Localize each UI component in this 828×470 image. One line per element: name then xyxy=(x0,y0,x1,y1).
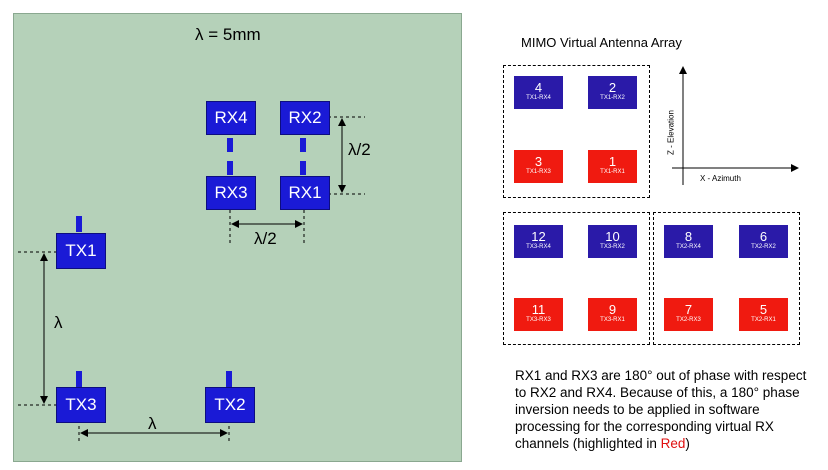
rx-vertical-spacing-label: λ/2 xyxy=(348,140,371,159)
rx-horizontal-spacing-label: λ/2 xyxy=(254,229,277,248)
rx1-antenna: RX1 xyxy=(280,176,330,210)
tx1-antenna: TX1 xyxy=(56,233,106,269)
rx3-feed xyxy=(227,161,233,175)
rx1-feed xyxy=(300,161,306,175)
rx4-feed xyxy=(227,138,233,152)
tx-vertical-spacing-label: λ xyxy=(54,313,63,332)
virtual-group-tx1 xyxy=(503,65,650,198)
virtual-array-title: MIMO Virtual Antenna Array xyxy=(521,35,682,50)
rx3-antenna: RX3 xyxy=(206,176,256,210)
wavelength-label: λ = 5mm xyxy=(195,25,261,44)
rx2-feed xyxy=(300,138,306,152)
tx3-feed xyxy=(76,371,82,387)
tx2-feed xyxy=(226,371,232,387)
phase-note-tail: ) xyxy=(685,436,690,451)
phase-note-highlight: Red xyxy=(660,436,686,451)
phase-note: RX1 and RX3 are 180° out of phase with r… xyxy=(515,367,815,452)
virtual-group-tx2 xyxy=(653,212,800,345)
rx4-antenna: RX4 xyxy=(206,101,256,135)
virtual-group-tx3 xyxy=(503,212,650,345)
tx2-antenna: TX2 xyxy=(205,387,255,423)
rx2-antenna: RX2 xyxy=(280,101,330,135)
tx-horizontal-spacing-label: λ xyxy=(148,414,157,433)
elevation-axis-label: Z - Elevation xyxy=(666,110,676,155)
azimuth-axis-label: X - Azimuth xyxy=(700,174,741,183)
phase-note-text: RX1 and RX3 are 180° out of phase with r… xyxy=(515,368,807,451)
tx1-feed xyxy=(76,216,82,232)
tx3-antenna: TX3 xyxy=(56,387,106,423)
